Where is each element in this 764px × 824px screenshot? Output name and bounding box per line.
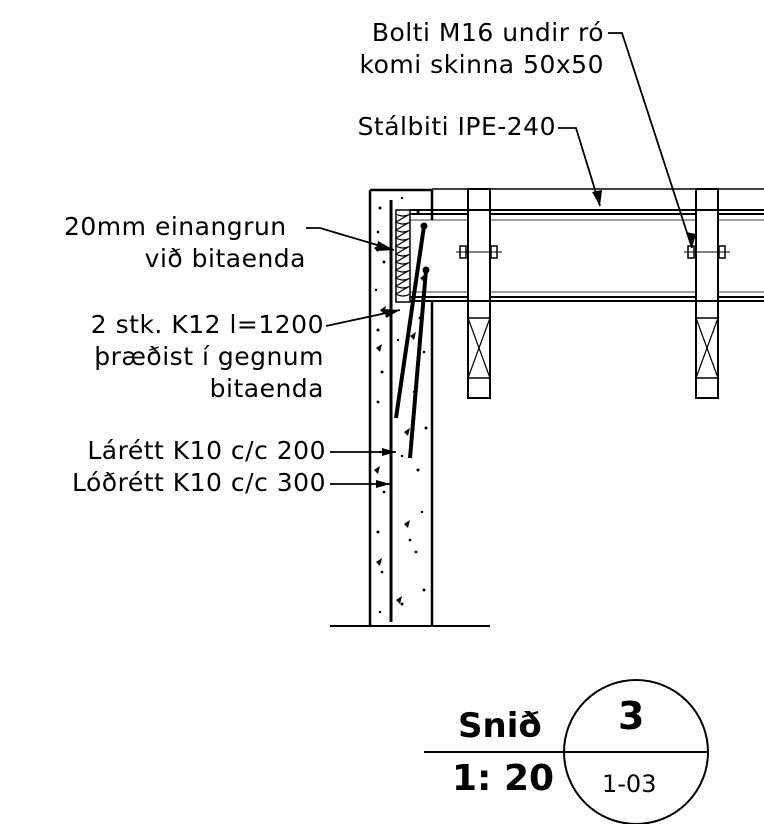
- section-number: 3: [618, 694, 645, 738]
- leader-bolt: [608, 32, 693, 249]
- timber-joist-1: [456, 188, 502, 399]
- scale-label: 1: 20: [452, 758, 555, 799]
- beam-label: Stálbiti IPE-240: [357, 112, 556, 141]
- vertical-rebar-label: Lóðrétt K10 c/c 300: [72, 468, 326, 497]
- insulation-pad: [394, 209, 411, 303]
- leader-beam: [558, 127, 601, 207]
- k12-label-line3: bitaenda: [209, 374, 324, 403]
- k12-label-line2: þræðist í gegnum: [94, 342, 324, 371]
- insulation-label-line2: við bitaenda: [144, 244, 306, 273]
- k12-rebars: [394, 222, 430, 459]
- section-label: Snið: [458, 706, 542, 746]
- horizontal-rebar-label: Lárétt K10 c/c 200: [87, 436, 326, 465]
- leader-arrowheads: [376, 190, 696, 488]
- leader-lines: [306, 32, 693, 485]
- bolt-label-line1: Bolti M16 undir ró: [371, 18, 604, 47]
- sheet-reference: 1-03: [602, 770, 657, 798]
- timber-joist-2: [684, 188, 730, 399]
- leader-insulation: [306, 227, 395, 251]
- k12-label-line1: 2 stk. K12 l=1200: [90, 310, 324, 339]
- title-block: [424, 679, 709, 824]
- bolt-label-line2: komi skinna 50x50: [359, 50, 604, 79]
- insulation-label-line1: 20mm einangrun: [64, 212, 287, 241]
